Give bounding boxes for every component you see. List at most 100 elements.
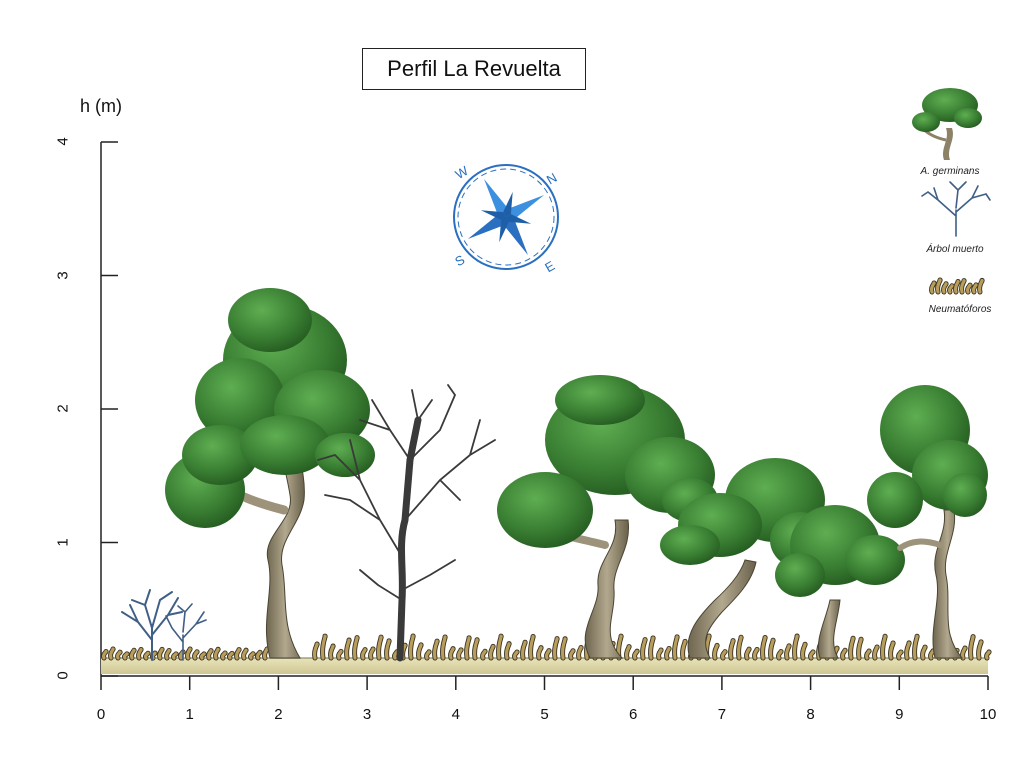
x-tick-label: 0 <box>96 706 106 723</box>
pneumatophore <box>199 652 206 660</box>
pneumatophore <box>880 634 887 660</box>
pneumatophore <box>536 646 543 660</box>
pneumatophore <box>912 634 919 660</box>
pneumatophore <box>185 647 192 660</box>
legend-label-dead-tree: Árbol muerto <box>925 242 984 255</box>
pneumatophore <box>736 635 743 660</box>
y-tick-label: 0 <box>54 671 72 680</box>
pneumatophore <box>560 637 567 660</box>
pneumatophore <box>672 635 679 660</box>
x-tick-label: 8 <box>806 706 815 723</box>
pneumatophore <box>648 636 655 660</box>
x-tick-label: 4 <box>451 706 460 723</box>
pneumatophore <box>784 644 791 660</box>
pneumatophore <box>164 648 171 660</box>
x-tick-label: 6 <box>629 706 638 723</box>
pneumatophore <box>640 637 647 660</box>
pneumatophore <box>432 639 439 660</box>
pneumatophore <box>101 649 108 660</box>
pneumatophore <box>808 650 815 660</box>
compass-label-e: E <box>542 258 557 275</box>
pneumatophore <box>352 636 359 660</box>
pneumatophore <box>968 635 975 660</box>
legend-label-pneumatophores: Neumatóforos <box>929 304 992 315</box>
pneumatophore <box>971 283 978 294</box>
pneumatophore <box>760 635 767 660</box>
pneumatophore <box>234 647 241 660</box>
pneumatophore <box>320 634 327 660</box>
pneumatophore <box>976 640 983 660</box>
y-tick-label: 3 <box>54 270 72 280</box>
diagram-title: Perfil La Revuelta <box>362 48 586 90</box>
pneumatophore <box>960 646 967 660</box>
pneumatophore <box>512 650 519 660</box>
pneumatophore <box>752 647 759 660</box>
pneumatophore <box>632 649 639 660</box>
pneumatophore <box>368 647 375 660</box>
y-axis <box>100 141 118 677</box>
pneumatophore <box>896 650 903 660</box>
pneumatophore <box>720 650 727 660</box>
dead-tree <box>317 384 496 662</box>
pneumatophore <box>520 640 527 660</box>
small-dead-tree <box>165 603 207 661</box>
pneumatophore <box>248 652 255 660</box>
pneumatophore <box>344 638 351 660</box>
pneumatophore <box>136 647 143 660</box>
pneumatophore <box>408 634 415 660</box>
pneumatophore <box>712 643 719 660</box>
pneumatophore <box>143 651 150 660</box>
y-axis-label: h (m) <box>80 96 122 116</box>
pneumatophore <box>171 652 178 660</box>
x-tick-label: 5 <box>540 706 549 723</box>
pneumatophore <box>440 635 447 660</box>
pneumatophore <box>920 645 927 660</box>
pneumatophore <box>929 281 936 294</box>
x-tick-label: 3 <box>362 706 372 723</box>
x-axis <box>100 675 989 690</box>
pneumatophore <box>928 649 935 660</box>
pneumatophore <box>856 637 863 660</box>
compass-rose: W N S E <box>452 163 559 276</box>
pneumatophore <box>157 647 164 660</box>
pneumatophore <box>376 635 383 660</box>
pneumatophore <box>552 637 559 660</box>
pneumatophore <box>384 639 391 660</box>
pneumatophore <box>953 279 960 294</box>
pneumatophore <box>416 643 423 660</box>
pneumatophore <box>965 283 972 294</box>
pneumatophore <box>122 652 129 660</box>
pneumatophores-icon <box>929 277 985 295</box>
pneumatophore <box>129 648 136 660</box>
pneumatophore <box>328 644 335 660</box>
pneumatophore <box>624 644 631 660</box>
pneumatophore <box>206 649 213 660</box>
pneumatophore <box>213 647 220 660</box>
pneumatophore <box>496 634 503 660</box>
pneumatophore <box>262 647 269 660</box>
pneumatophore <box>872 645 879 660</box>
pneumatophore <box>656 648 663 660</box>
pneumatophore <box>977 278 984 294</box>
pneumatophore <box>568 649 575 660</box>
x-tick-label: 1 <box>185 706 194 723</box>
pneumatophores-row <box>101 633 992 661</box>
mangrove-tree <box>867 385 988 659</box>
mangrove-tree <box>497 375 718 659</box>
mangrove-tree <box>165 288 375 659</box>
pneumatophore <box>312 642 319 660</box>
pneumatophore <box>448 647 455 660</box>
pneumatophore <box>840 648 847 660</box>
pneumatophore <box>115 650 122 660</box>
pneumatophore <box>360 647 367 660</box>
pneumatophore <box>192 650 199 660</box>
small-dead-tree <box>121 589 183 661</box>
pneumatophore <box>488 644 495 660</box>
pneumatophore <box>768 638 775 660</box>
pneumatophore <box>959 279 966 294</box>
pneumatophore <box>800 642 807 660</box>
pneumatophore <box>984 650 991 660</box>
x-tick-label: 2 <box>274 706 283 723</box>
compass-label-w: W <box>453 163 472 182</box>
